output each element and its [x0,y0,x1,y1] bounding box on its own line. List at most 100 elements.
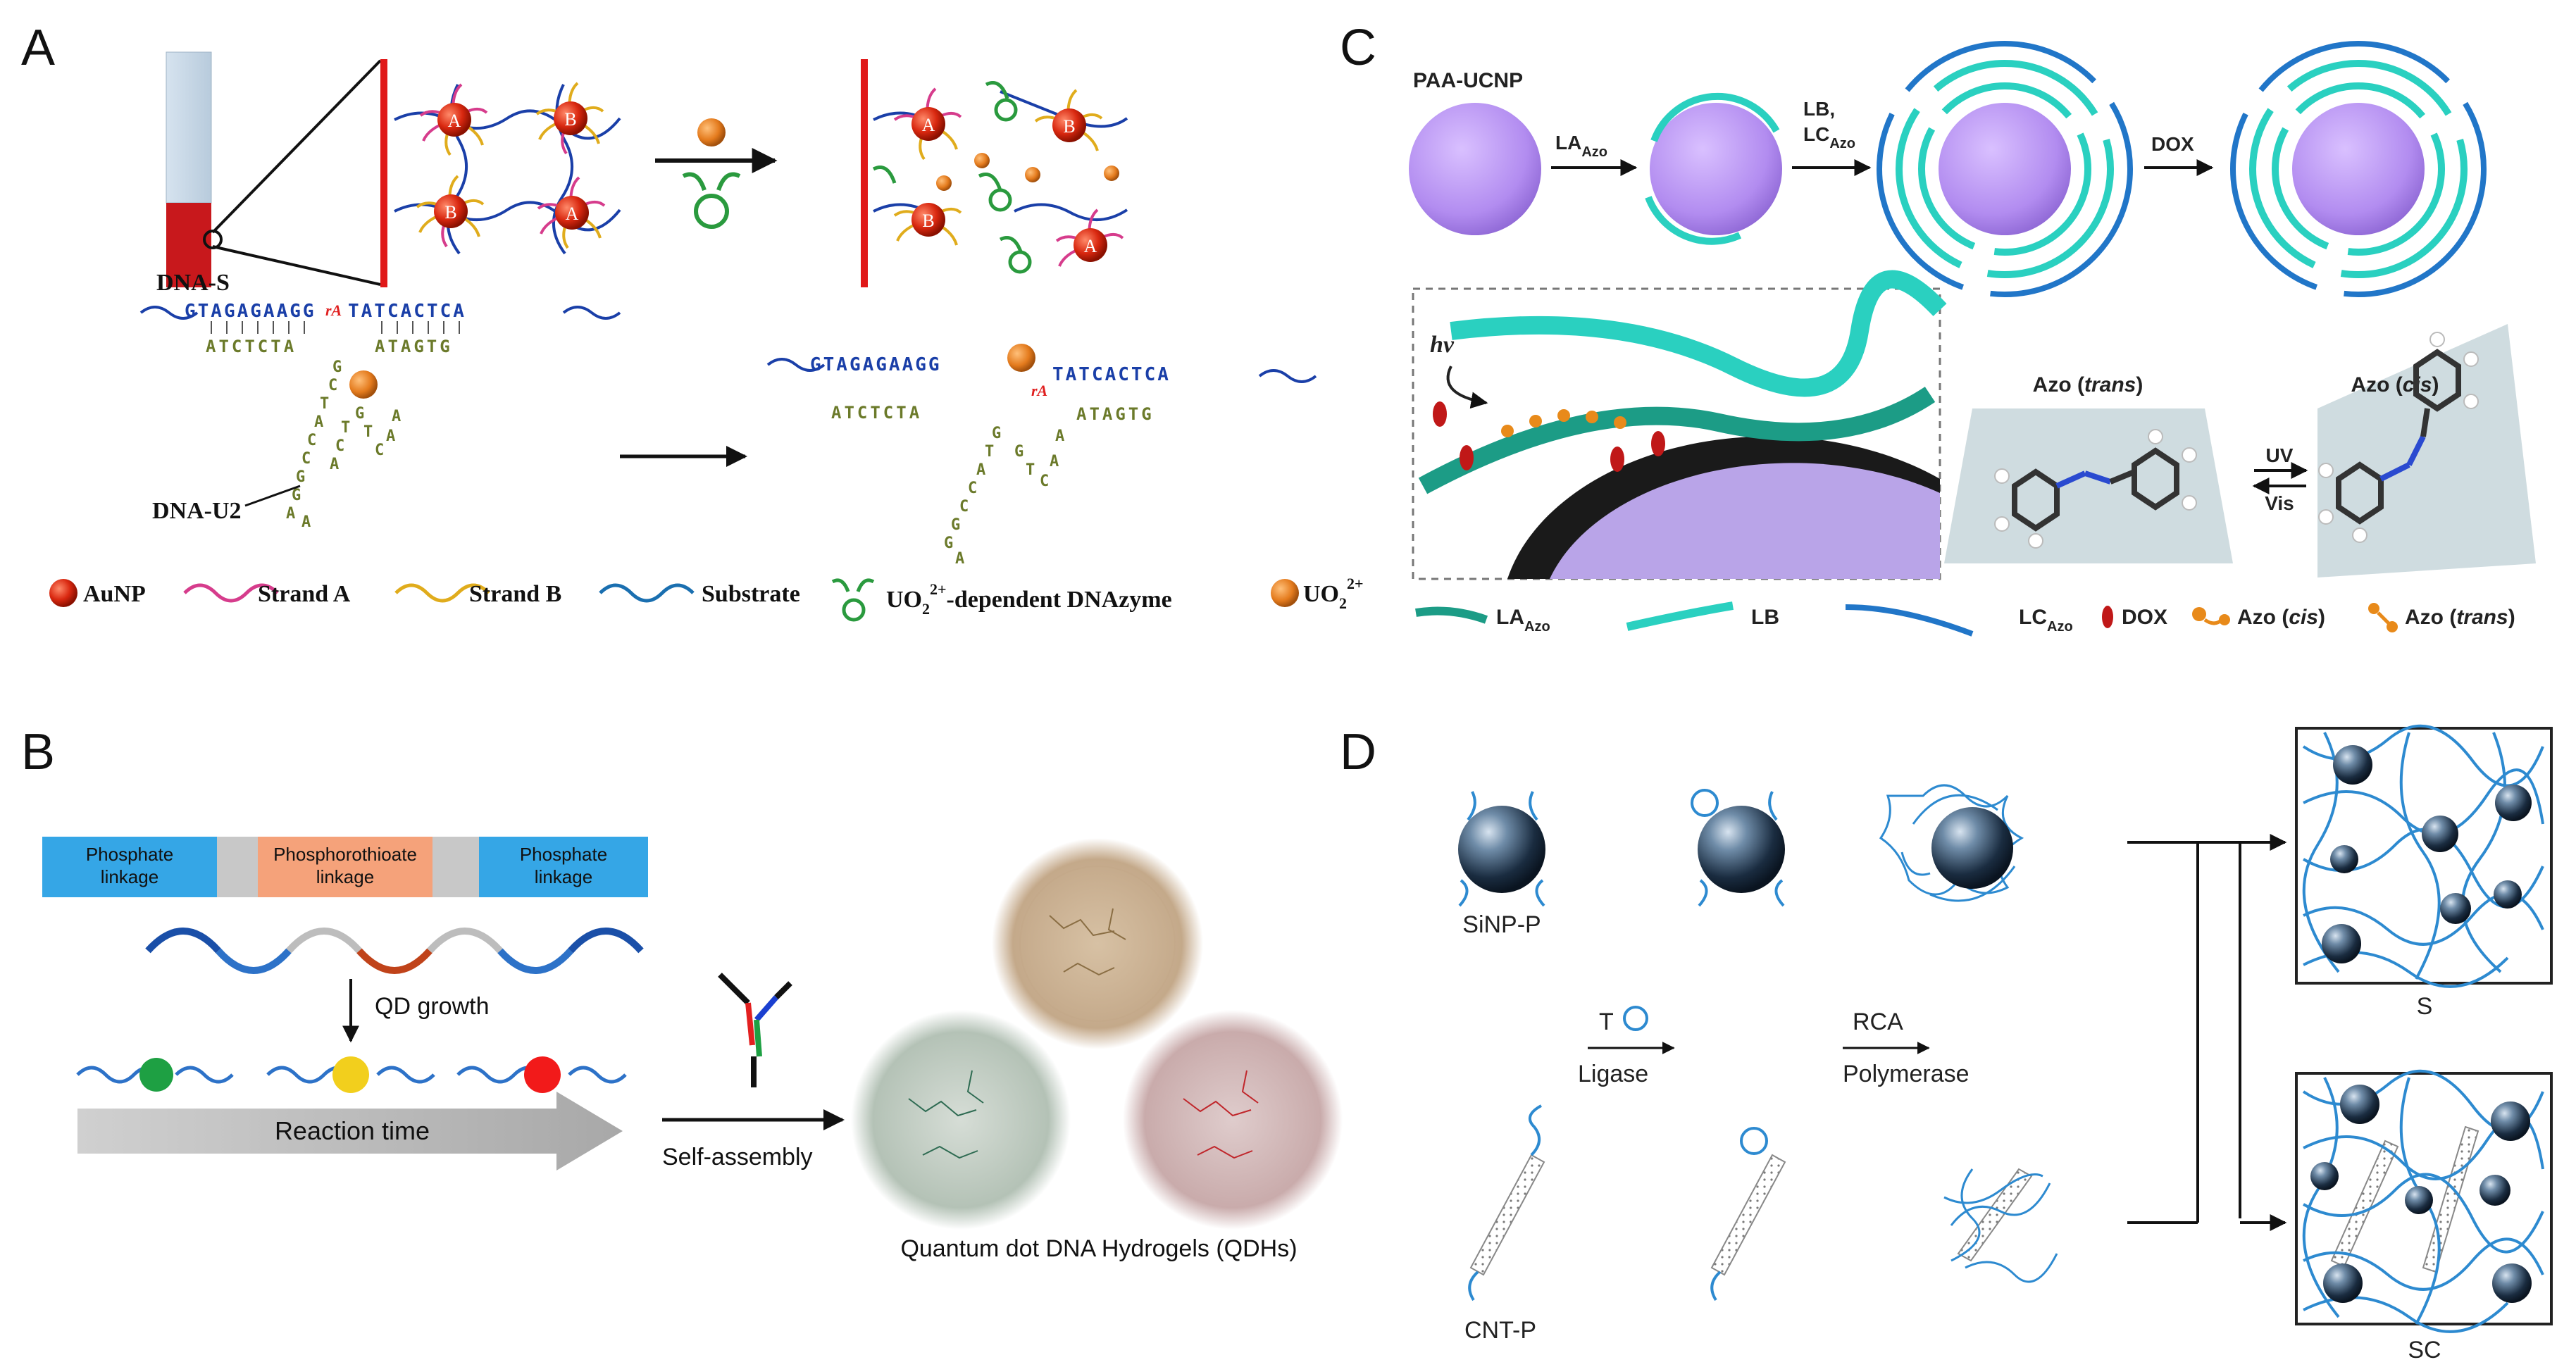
qdh-brown [992,838,1203,1049]
legend-aunp: AuNP [83,581,146,607]
inset-strand-la [1418,387,1936,494]
label-ligase: Ligase [1578,1061,1648,1087]
particle-label: B [444,202,456,223]
surface-left [380,59,387,287]
aunp-a-4: A [1055,208,1124,267]
particle-label: B [564,109,576,130]
legend-la-swatch [1415,606,1488,624]
comp-left: ATCTCTA [206,337,297,356]
qdh-red [1123,1010,1343,1230]
panel-c-letter: C [1340,20,1376,76]
legend-lb: LB [1751,606,1779,629]
panel-c-legend: LAAzo LB LCAzo DOX Azo (cis) Azo (trans) [1415,601,2515,637]
strip-top [166,51,212,204]
panel-d-letter: D [1340,724,1376,780]
svg-text:A: A [286,505,295,523]
svg-text:C: C [328,377,337,394]
legend-azo-cis-swatch [2192,607,2230,625]
reaction-time-arrow [77,1092,623,1171]
svg-text:C: C [307,432,316,449]
svg-text:A: A [330,456,339,473]
svg-text:A: A [392,408,401,425]
svg-text:C: C [1040,473,1049,490]
panel-b: B Phosphate linkage Phosphorothioate lin… [21,724,1343,1262]
ucnp-core-2 [1650,103,1782,235]
bar-label-2b: linkage [316,866,374,887]
legend-dox-swatch [2102,606,2113,628]
qdh-caption: Quantum dot DNA Hydrogels (QDHs) [900,1235,1297,1262]
strip-bottom [166,203,211,287]
zoom-line-top [211,59,382,234]
bar-label-3a: Phosphate [520,844,607,865]
panel-d: D SiNP-P T Ligase RCA [1340,724,2553,1363]
bar-label-2a: Phosphorothioate [273,844,417,865]
label-sc: SC [2408,1337,2441,1363]
dnazyme-icon [682,172,741,229]
panel-a-legend: AuNP Strand A Strand B Substrate UO22+-d… [49,575,1364,622]
inset-strand-lb [1450,270,1947,397]
svg-text:G: G [951,516,960,534]
particle-label: A [566,204,579,224]
aunp-a-2: A [537,176,606,249]
self-assembly-label: Self-assembly [662,1144,813,1171]
legend-substrate: Substrate [702,581,800,607]
inset-azo [1501,409,1626,437]
aunp-a-1: A [419,83,488,156]
qd-red [524,1056,561,1093]
legend-uo2: UO22+ [1303,575,1364,612]
panel-a-letter: A [21,20,55,76]
svg-text:C: C [375,442,384,459]
sinp-p-label: SiNP-P [1462,911,1541,938]
legend-azo-cis: Azo (cis) [2237,606,2325,629]
svg-text:A: A [976,461,985,479]
svg-text:A: A [1055,427,1064,445]
la-shell-2 [1650,92,1780,142]
svg-text:C: C [301,450,311,468]
legend-dnazyme-swatch [831,578,875,622]
cnt-circle-template [1710,1127,1786,1302]
label-uv: UV [2266,444,2294,466]
svg-text:G: G [355,405,364,423]
box-sc-cnts [2330,1125,2479,1273]
label-azo-cis: Azo (cis) [2351,373,2439,397]
particle-label: A [448,111,461,131]
svg-text:A: A [386,427,395,445]
legend-lb-swatch [1626,601,1734,631]
aunp-network-left: A B B [394,82,621,255]
strand-tail-right [562,306,621,320]
strand-tail-left [139,306,199,320]
svg-text:A: A [955,550,964,568]
label-la-azo: LAAzo [1555,132,1607,160]
bracket-inner [2198,841,2241,1218]
svg-text:G: G [292,487,301,504]
cnt-p-label: CNT-P [1464,1317,1536,1344]
svg-text:T: T [363,423,373,441]
dna-s-label: DNA-S [156,270,230,296]
qd-growth-label: QD growth [375,993,490,1020]
legend-azo-trans-swatch [2368,603,2398,632]
aunp-b-2: B [416,175,485,248]
bar-phosphate-right [479,837,648,897]
particle-label: B [1063,116,1075,137]
reaction-time-label: Reaction time [275,1116,430,1145]
cleaved-strand-right: TATCACTCA [1052,364,1171,385]
sinp-p [1458,791,1545,907]
svg-text:T: T [341,419,350,437]
cleaved-comp-right: ATAGTG [1076,404,1155,424]
legend-aunp-swatch [49,579,77,607]
svg-text:G: G [332,358,342,376]
label-lb: LB, [1803,98,1835,120]
svg-text:G: G [296,468,305,486]
dna-wave-strand [145,928,644,974]
shells-4 [2230,41,2487,297]
cleaved-tail-left [766,358,826,372]
azo-trans-plane [1944,408,2233,563]
cleaved-comp-left: ATCTCTA [831,403,922,423]
ucnp-core-3 [1939,103,2071,235]
legend-strand-a: Strand A [258,581,351,607]
ucnp-core-4 [2292,103,2425,235]
legend-la: LAAzo [1496,606,1550,635]
cleaved-strand-left: GTAGAGAAGG [810,354,942,375]
paa-ucnp-label: PAA-UCNP [1413,69,1523,92]
